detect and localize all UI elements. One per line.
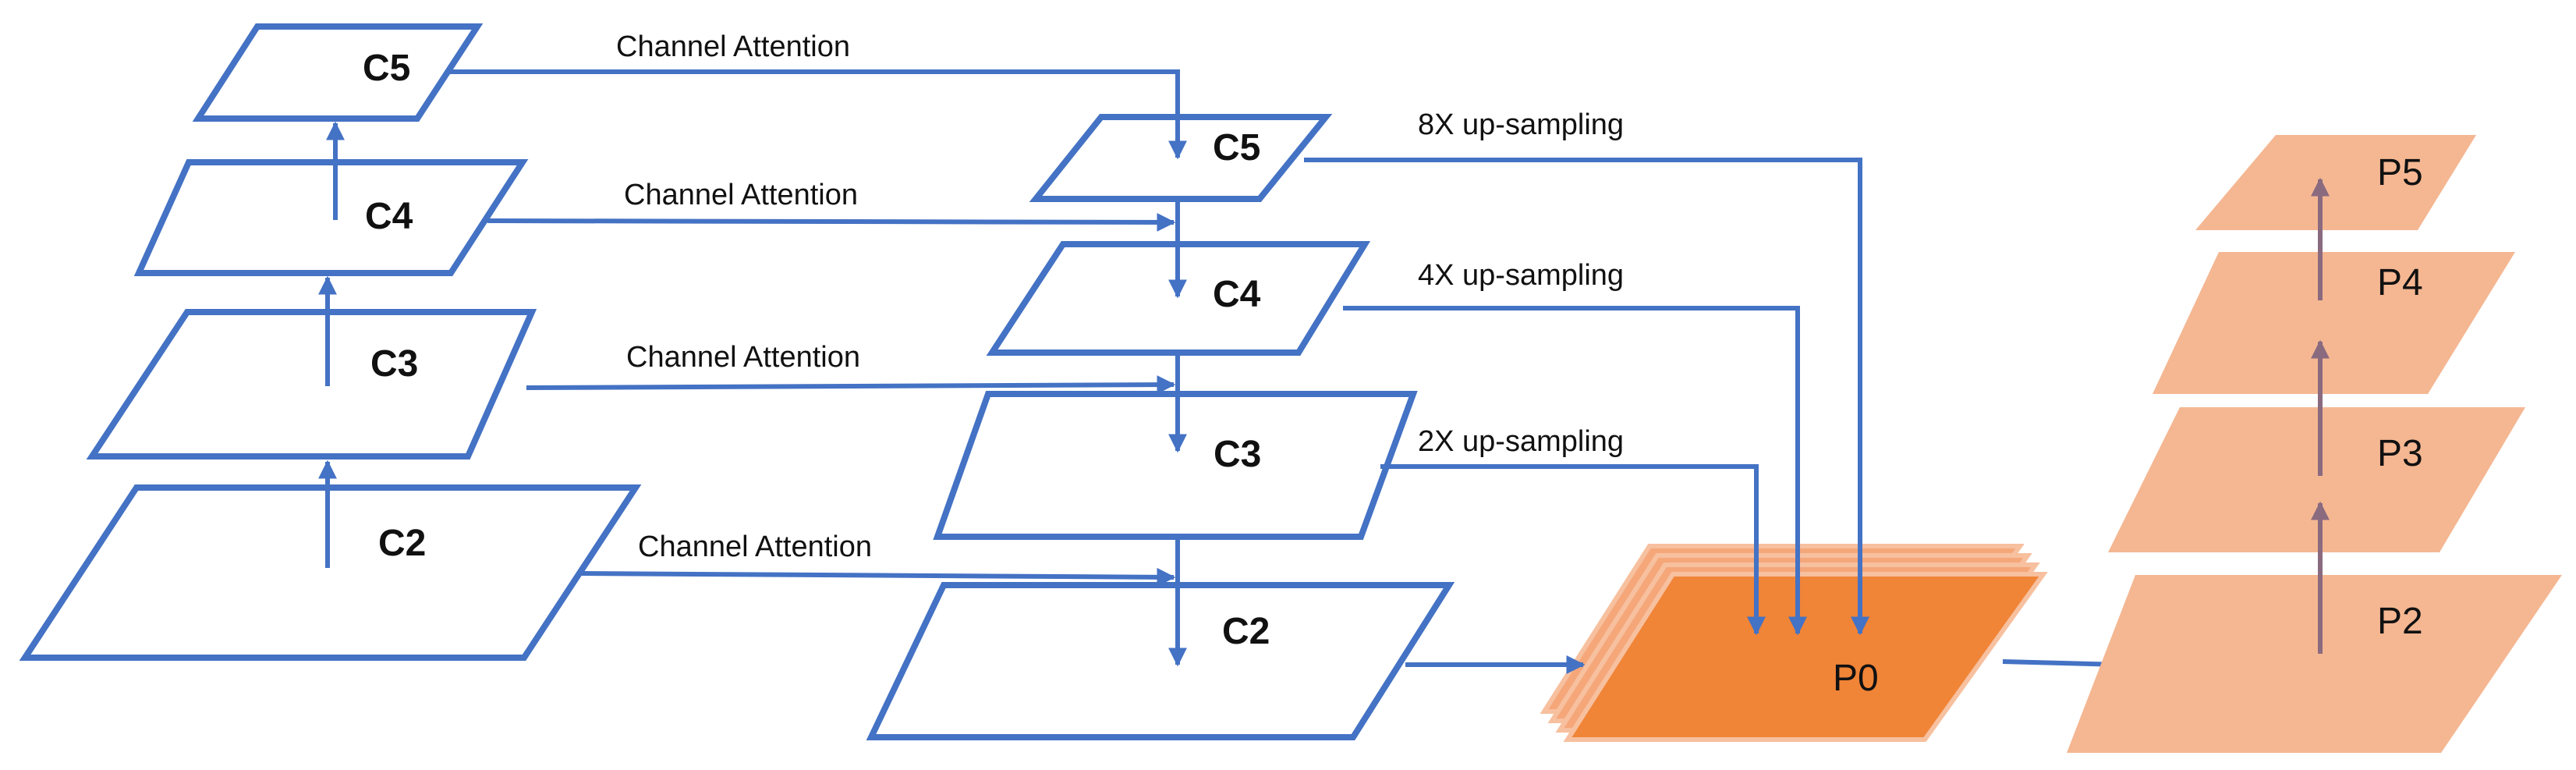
p0-label: P0 xyxy=(1833,658,1879,699)
channel-attention-arrow-c5 xyxy=(448,69,1187,160)
backbone-c5-label: C5 xyxy=(363,48,410,89)
channel-attention-arrow-c4 xyxy=(487,212,1176,232)
p0-layer-4 xyxy=(1563,572,2048,742)
backbone-c2-label: C2 xyxy=(378,523,426,564)
attention-c2-plane xyxy=(866,582,1455,740)
attention-c2-label: C2 xyxy=(1222,611,1270,652)
channel-attention-label-c3: Channel Attention xyxy=(626,341,860,374)
channel-attention-label-c4: Channel Attention xyxy=(624,179,858,211)
backbone-column: C2 C3 C4 C5 xyxy=(19,23,642,661)
attention-c5-label: C5 xyxy=(1213,127,1260,169)
output-p3-label: P3 xyxy=(2377,433,2423,474)
output-p2-label: P2 xyxy=(2377,601,2423,642)
backbone-c4-label: C4 xyxy=(365,196,413,237)
output-p4-label: P4 xyxy=(2377,262,2423,303)
output-p3-plane xyxy=(2108,407,2525,552)
channel-attention-arrow-c2 xyxy=(580,567,1176,587)
attention-c4-label: C4 xyxy=(1213,274,1261,315)
upsample-8x-label: 8X up-sampling xyxy=(1418,108,1624,141)
backbone-c5-plane xyxy=(192,23,484,122)
attention-c3-label: C3 xyxy=(1214,434,1261,475)
output-p5-label: P5 xyxy=(2377,152,2423,193)
channel-attention-label-c5: Channel Attention xyxy=(616,30,850,63)
channel-attention-arrow-c3 xyxy=(526,375,1176,395)
backbone-c2-plane xyxy=(19,484,642,661)
upsample-4x-arrow xyxy=(1343,306,1807,636)
output-p2-plane xyxy=(2067,575,2562,753)
attention-c5-plane xyxy=(1029,114,1333,202)
attention-c4-plane xyxy=(986,241,1371,356)
backbone-c3-label: C3 xyxy=(370,343,418,385)
backbone-c3-plane xyxy=(86,309,537,460)
channel-attention-label-c2: Channel Attention xyxy=(638,530,872,563)
output-p5-plane xyxy=(2195,135,2476,230)
attention-c3-plane xyxy=(933,391,1418,540)
upsampling-links: 8X up-sampling 4X up-sampling 2X up-samp… xyxy=(1304,108,1869,636)
p0-stack: P0 xyxy=(1540,544,2048,742)
upsample-2x-arrow xyxy=(1380,464,1766,636)
upsample-4x-label: 4X up-sampling xyxy=(1418,259,1624,292)
channel-attention-links: Channel Attention Channel Attention Chan… xyxy=(448,30,1187,587)
attention-column: C2 C3 C4 C5 xyxy=(866,114,1455,740)
upsample-8x-arrow xyxy=(1304,158,1869,636)
output-p4-plane xyxy=(2153,252,2515,394)
backbone-c4-plane xyxy=(133,159,529,276)
upsample-2x-label: 2X up-sampling xyxy=(1418,425,1624,458)
output-pyramid: P2 P3 P4 P5 xyxy=(2067,135,2562,753)
